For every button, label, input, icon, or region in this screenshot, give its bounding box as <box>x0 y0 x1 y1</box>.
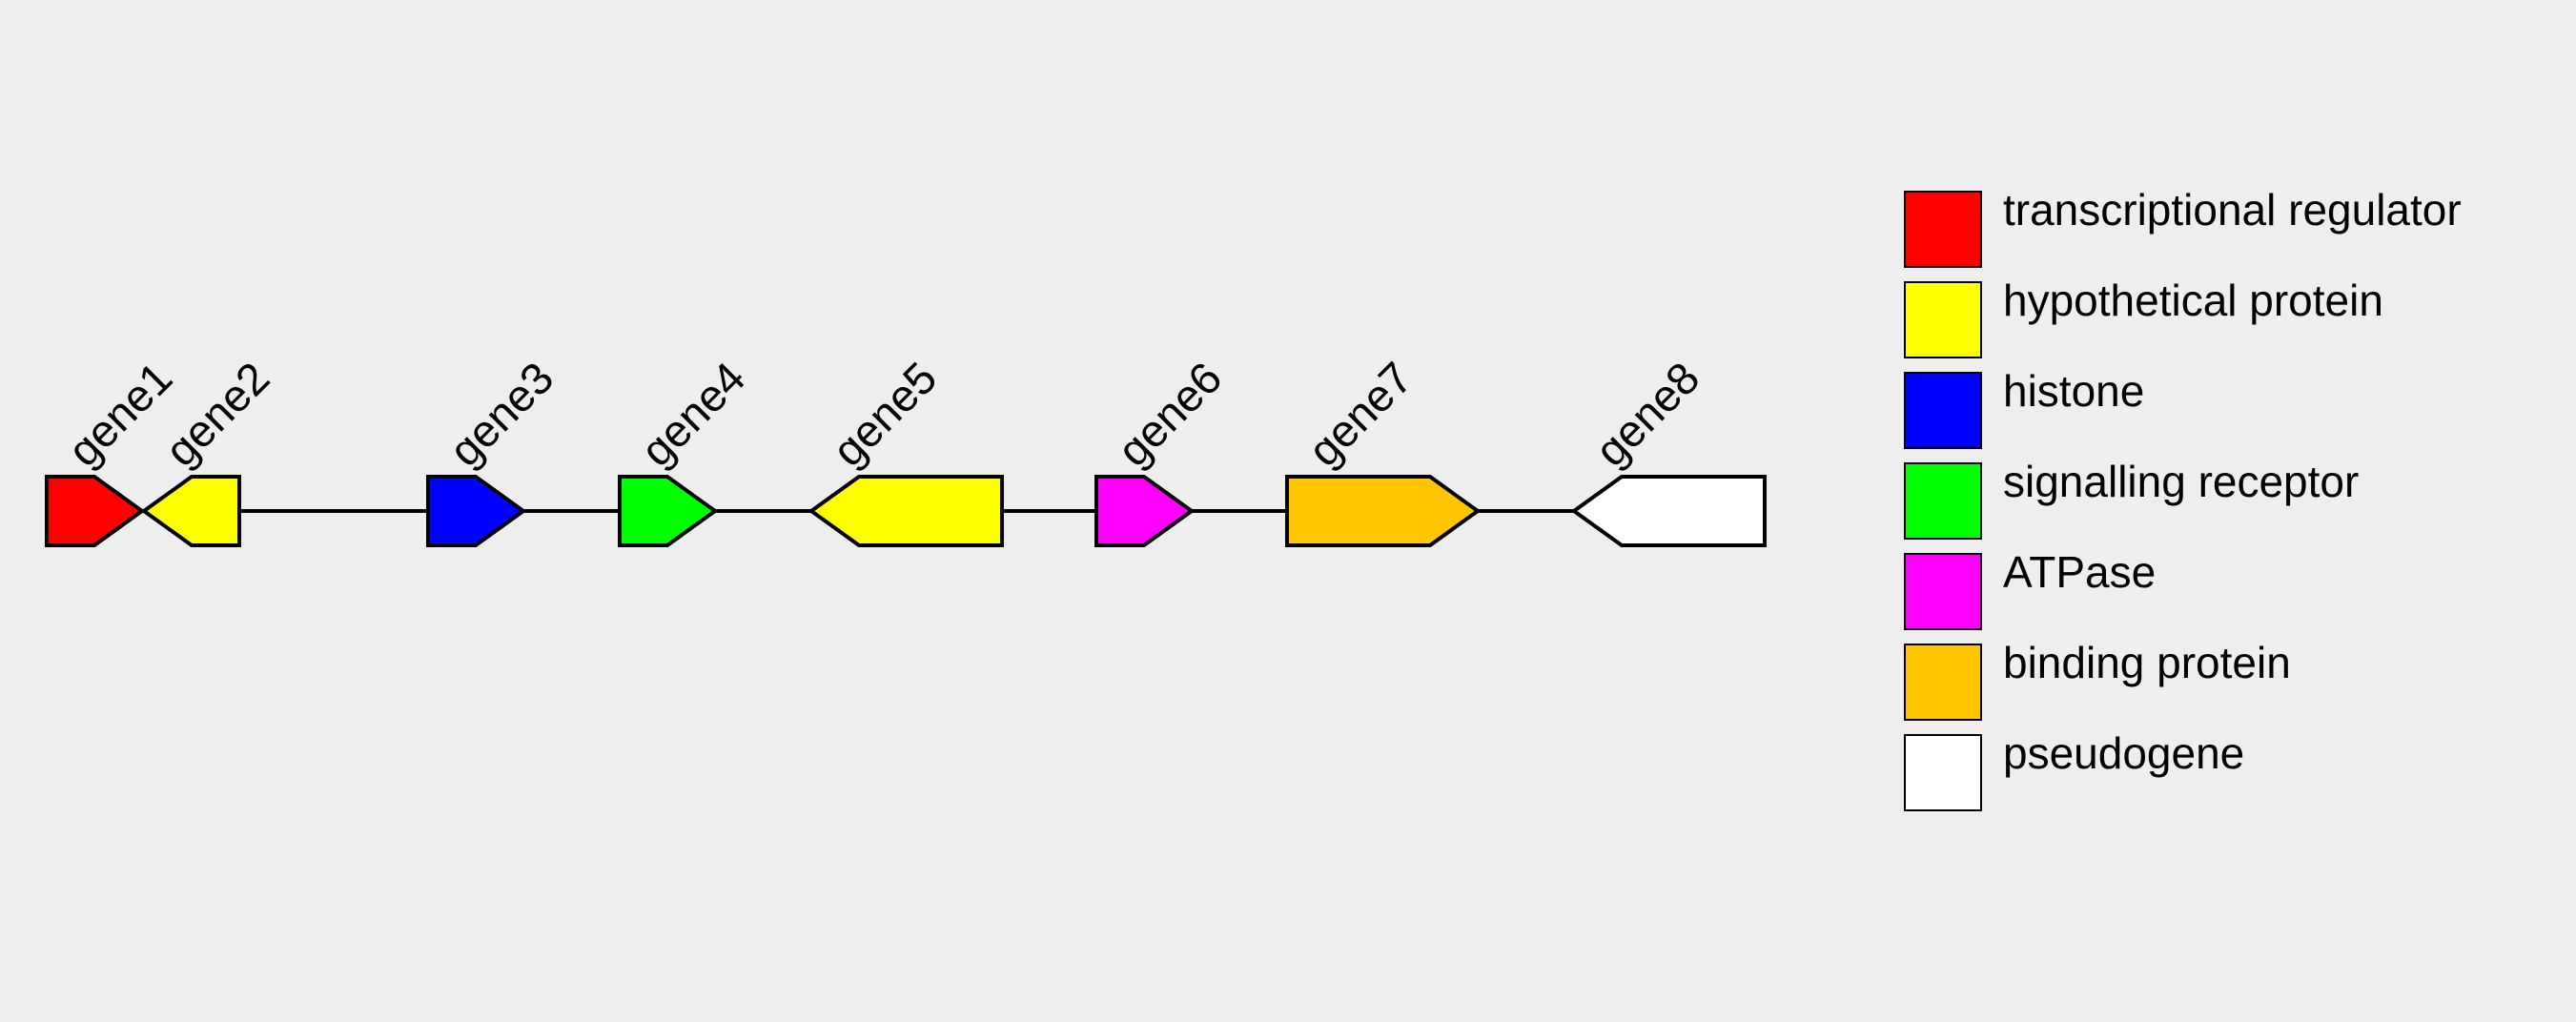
gene-arrow-gene3 <box>426 475 527 547</box>
gene-arrow-gene7 <box>1285 475 1482 547</box>
legend-swatch <box>1904 553 1982 630</box>
legend-swatch <box>1904 462 1982 540</box>
gene-arrow-gene4 <box>618 475 719 547</box>
gene-arrow-gene5 <box>808 475 1004 547</box>
legend-label: transcriptional regulator <box>2003 185 2462 235</box>
gene-arrow-gene1 <box>45 475 146 547</box>
legend-swatch <box>1904 372 1982 449</box>
legend-swatch <box>1904 191 1982 268</box>
legend-label: hypothetical protein <box>2003 276 2383 325</box>
legend-label: ATPase <box>2003 547 2156 597</box>
legend-label: histone <box>2003 366 2144 416</box>
gene-arrow-gene2 <box>140 475 241 547</box>
legend-swatch <box>1904 644 1982 721</box>
gene-arrow-gene8 <box>1570 475 1767 547</box>
legend-swatch <box>1904 281 1982 358</box>
legend-label: signalling receptor <box>2003 457 2359 506</box>
legend: transcriptional regulator hypothetical pr… <box>1904 185 2462 811</box>
legend-label: pseudogene <box>2003 728 2244 778</box>
gene-arrow-gene6 <box>1094 475 1196 547</box>
legend-label: binding protein <box>2003 638 2291 687</box>
legend-swatch <box>1904 734 1982 811</box>
